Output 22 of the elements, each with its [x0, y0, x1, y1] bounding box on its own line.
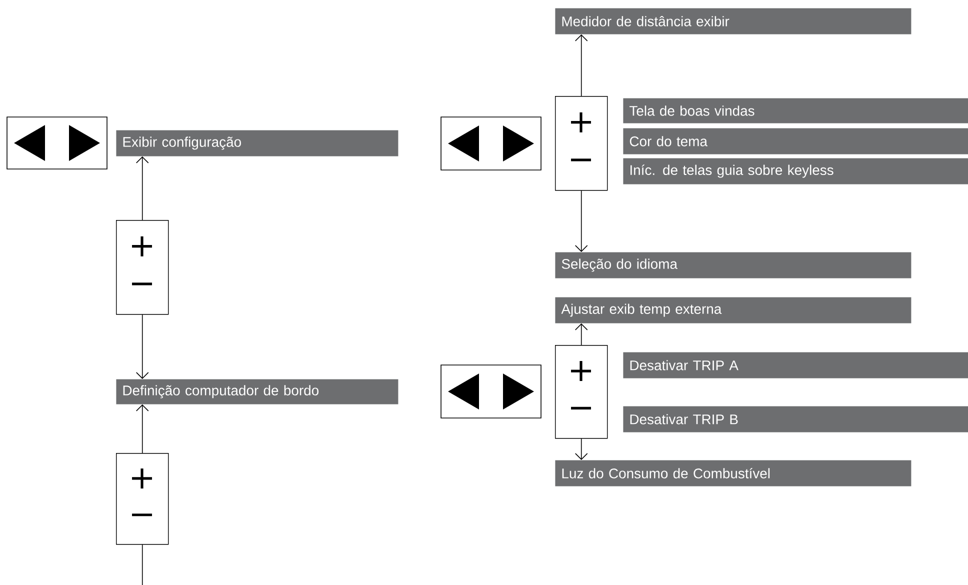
menu-bar: Tela de boas vindas [623, 98, 968, 124]
plus-minus-button [116, 220, 169, 315]
menu-bar: Exibir configuração [116, 130, 398, 156]
menu-bar: Iníc. de telas guia sobre keyless [623, 158, 968, 184]
plus-minus-button [116, 453, 169, 545]
menu-bar: Desativar TRIP A [623, 352, 968, 378]
menu-bar: Luz do Consumo de Combustível [555, 460, 912, 486]
menu-bar: Medidor de distância exibir [555, 8, 912, 34]
plus-minus-button [555, 96, 608, 191]
menu-bar: Ajustar exib temp externa [555, 297, 912, 324]
menu-bar: Desativar TRIP B [623, 406, 968, 432]
arrow [136, 404, 149, 454]
menu-bar: Seleção do idioma [555, 252, 912, 278]
menu-bar: Cor do tema [623, 128, 968, 154]
menu-bar: Definição computador de bordo [116, 379, 398, 404]
arrow [574, 438, 588, 460]
arrow [136, 156, 149, 220]
plus-minus-button [555, 345, 608, 439]
arrow [574, 323, 588, 346]
arrow [574, 34, 588, 96]
arrow [136, 314, 149, 379]
arrow [574, 190, 588, 252]
